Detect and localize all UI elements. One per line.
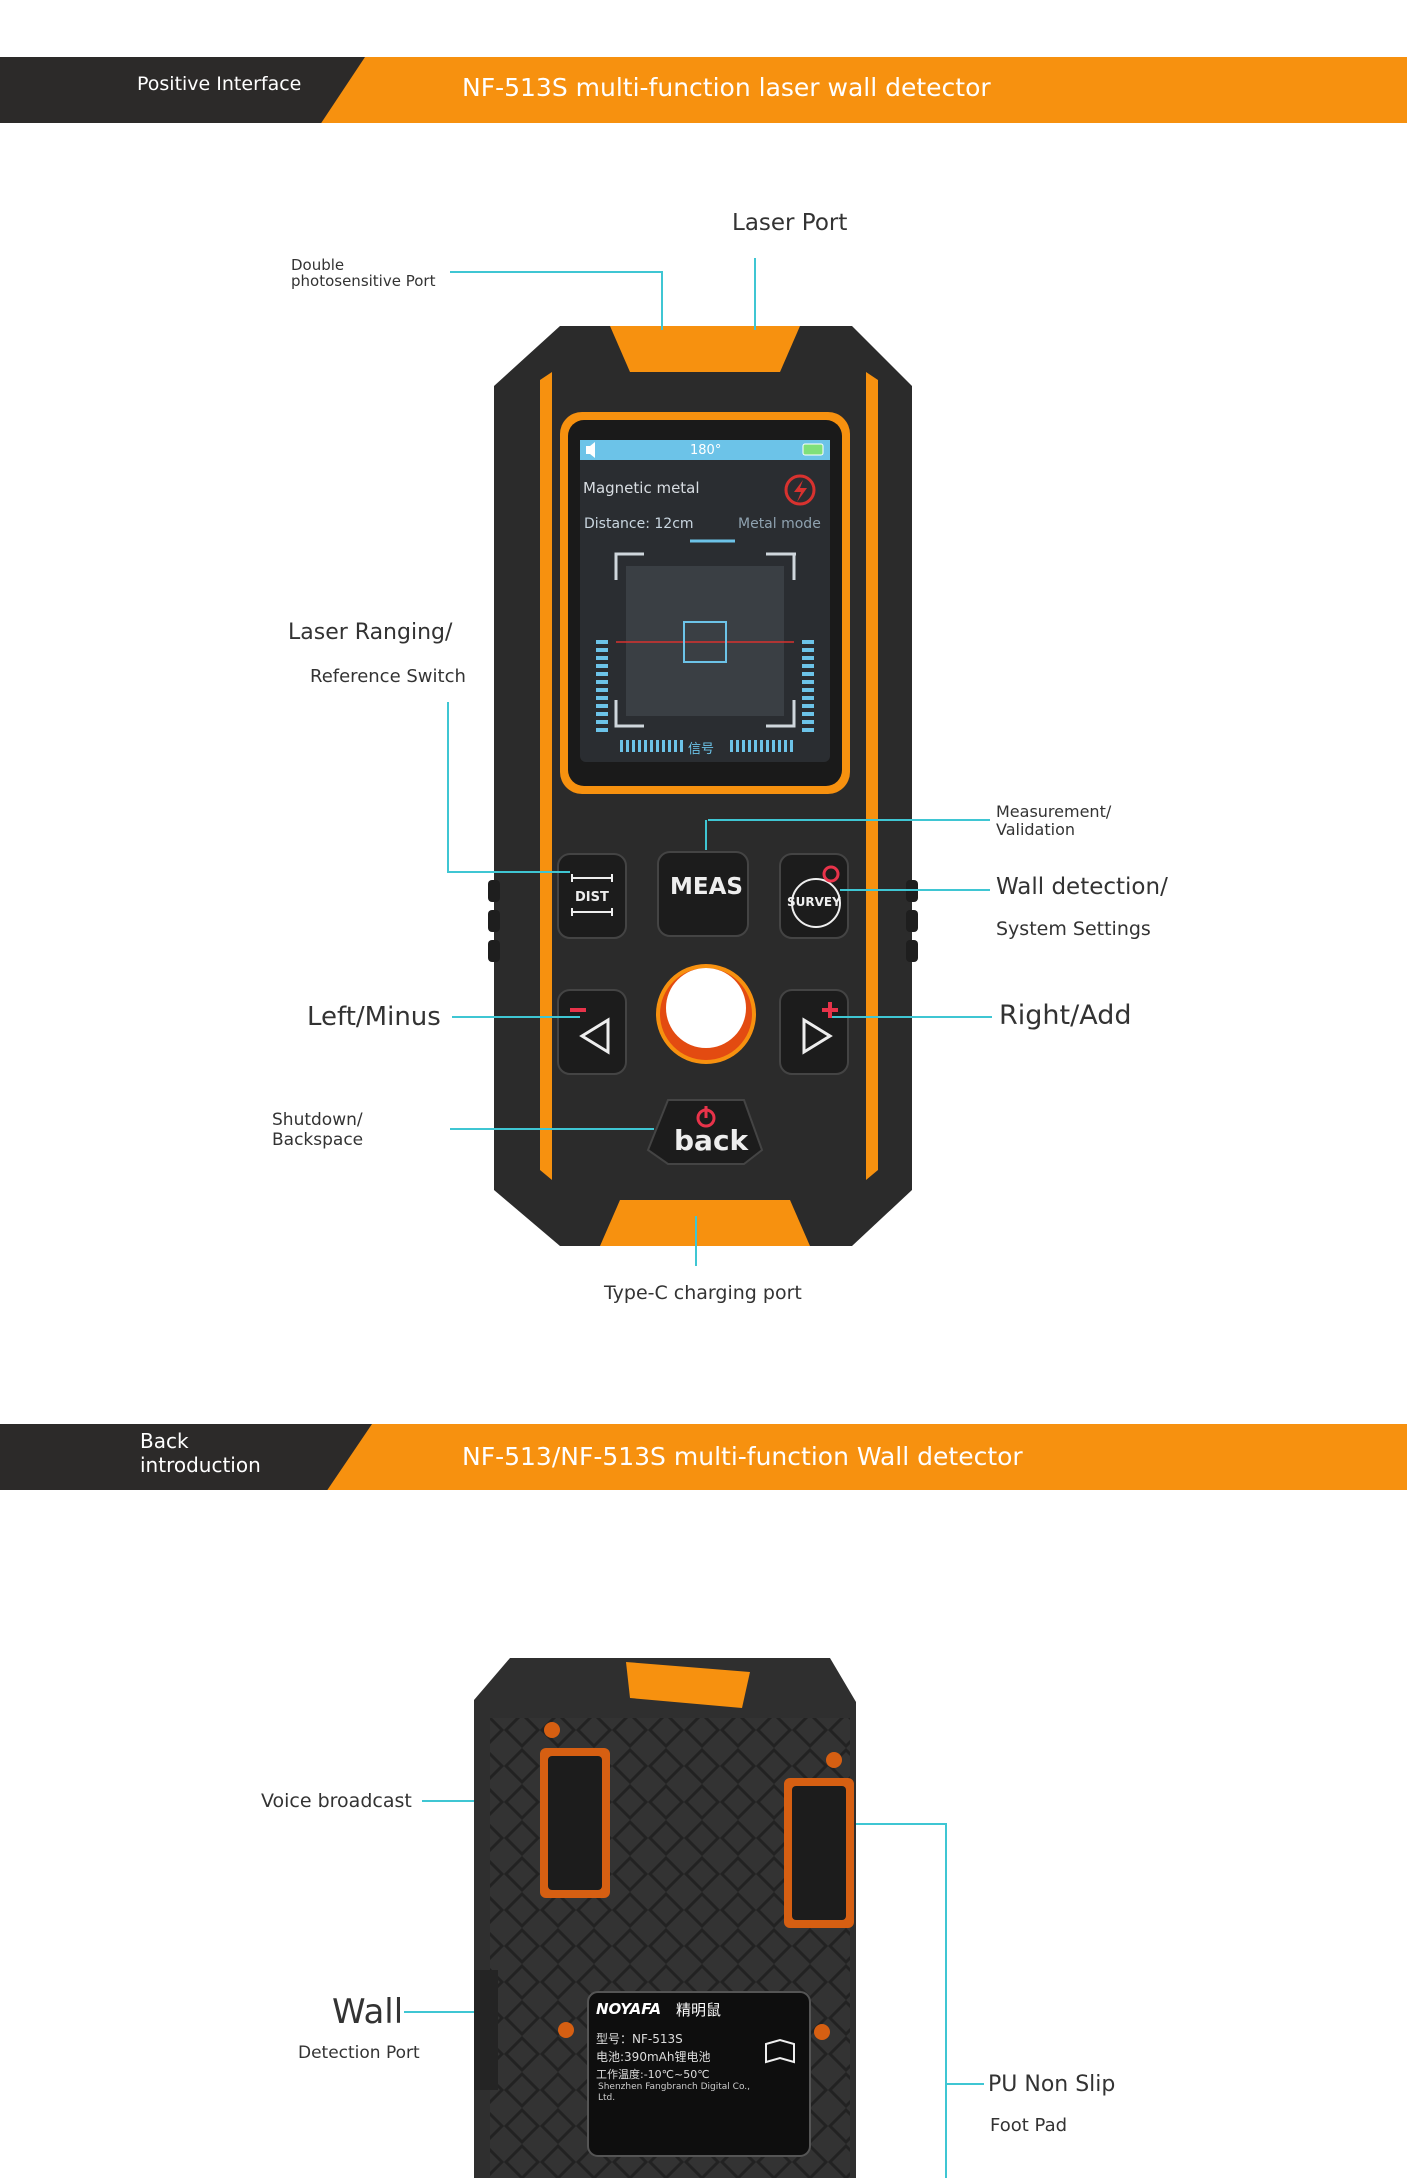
label-pu-1: PU Non Slip [988,2072,1116,2097]
back-banner-tab-line1: Back [140,1429,189,1453]
left-arrow-icon [579,1017,610,1055]
label-double-photo-1: Double [291,256,345,274]
nameplate-model: 型号：NF-513S [596,2032,683,2046]
screen-status-bar [580,440,830,460]
scan-frame [614,552,796,728]
label-measurement-2: Validation [996,820,1076,839]
back-device [474,1658,856,2178]
nameplate-brand-cn: 精明鼠 [676,2001,722,2019]
manual-book-icon [765,2038,795,2064]
back-button[interactable] [646,1099,764,1165]
label-left-minus: Left/Minus [307,1002,441,1032]
back-banner-tab-bg [0,1424,372,1490]
label-wall-detection-1: Wall detection/ [996,874,1168,900]
speaker-icon [586,442,595,458]
scan-target [683,621,727,663]
label-measurement-1: Measurement/ [996,802,1112,821]
label-wall-1: Wall [332,1992,404,2032]
label-double-photo-2: photosensitive Port [291,272,436,290]
wall-detection-port [474,1970,498,2090]
label-laser-ranging-1: Laser Ranging/ [288,620,453,645]
orange-trim-left [540,372,552,1180]
survey-button[interactable] [779,853,849,939]
back-top-cap [626,1662,750,1708]
left-foot-pad [548,1756,602,1890]
battery-icon [802,443,824,456]
label-wall-detection-2: System Settings [996,918,1151,940]
right-arrow-icon [802,1017,833,1055]
back-banner-tab-line2: introduction [140,1453,261,1477]
signal-bars-bottom [620,740,793,752]
right-button[interactable] [779,989,849,1075]
nameplate-battery: 电池:390mAh锂电池 [596,2050,711,2064]
nameplate-company: Shenzhen Fangbranch Digital Co., Ltd. [598,2082,751,2103]
screen-material: Magnetic metal [583,479,700,497]
screen-mode: Metal mode [738,516,821,532]
label-shutdown-1: Shutdown/ [272,1110,363,1130]
front-device [488,326,918,1246]
back-button-label: back [674,1124,749,1157]
label-shutdown-2: Backspace [272,1130,364,1150]
label-voice-broadcast: Voice broadcast [261,1790,412,1812]
warning-target-icon [784,474,816,506]
nameplate-brand: NOYAFA [596,2000,662,2018]
signal-bars [596,640,814,732]
front-banner-tab-bg [0,57,365,123]
survey-button-label: SURVEY [787,895,841,909]
right-foot-pad [792,1786,846,1920]
label-laser-ranging-2: Reference Switch [310,666,466,687]
front-banner: Positive Interface NF-513S multi-functio… [0,57,1407,123]
front-banner-tab-label: Positive Interface [137,73,302,95]
nameplate-temp: 工作温度:-10℃~50℃ [596,2068,710,2081]
orange-trim-right [866,372,878,1180]
dist-button[interactable] [557,853,627,939]
label-type-c: Type-C charging port [604,1282,802,1304]
meas-button-label: MEAS [670,874,743,900]
label-right-add: Right/Add [999,1000,1132,1031]
label-laser-port: Laser Port [732,210,848,236]
screen-distance: Distance: 12cm [584,516,694,532]
top-cap [610,326,800,372]
bottom-cap [600,1200,810,1246]
plus-icon [822,1002,838,1018]
screen-signal-label: 信号 [688,742,715,757]
meas-button[interactable] [657,851,749,937]
power-center-button[interactable] [656,964,756,1064]
screen-angle: 180° [690,443,722,458]
nameplate [587,1991,811,2157]
back-banner-title: NF-513/NF-513S multi-function Wall detec… [462,1442,1023,1471]
label-wall-2: Detection Port [298,2043,420,2063]
left-button[interactable] [557,989,627,1075]
front-banner-title: NF-513S multi-function laser wall detect… [462,73,991,102]
gear-icon [822,865,840,883]
label-pu-2: Foot Pad [990,2115,1068,2136]
back-banner: Back introduction NF-513/NF-513S multi-f… [0,1424,1407,1490]
dist-button-label: DIST [575,890,609,905]
